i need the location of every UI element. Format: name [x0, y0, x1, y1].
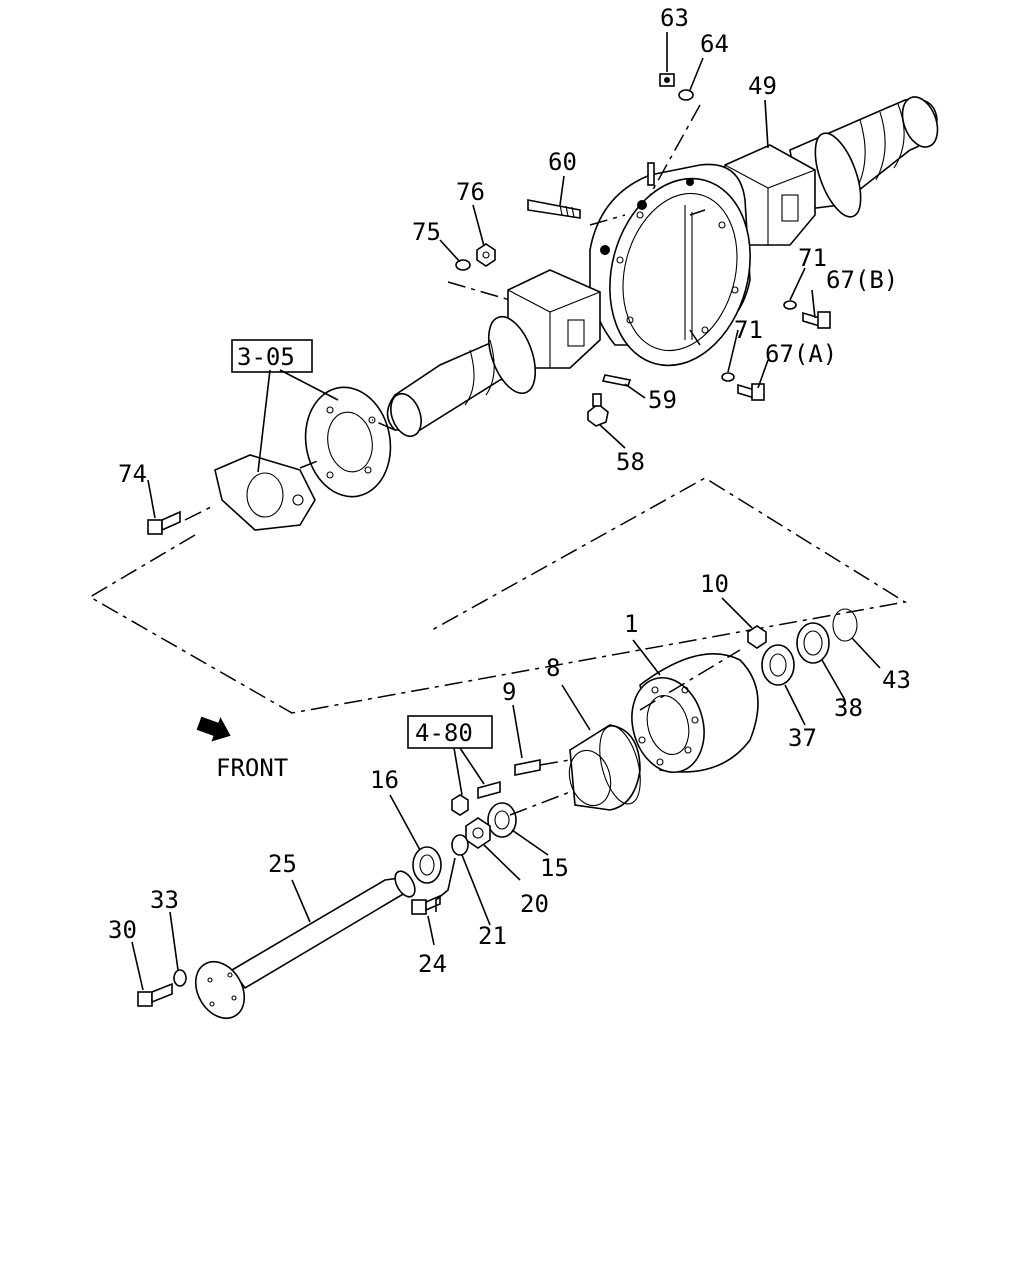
callout-labels: 63 64 49 60 76 75 71 67(B) 71 67(A) 59 5…	[108, 4, 911, 978]
callout-67b: 67(B)	[826, 266, 898, 294]
bolt-63[interactable]	[659, 73, 675, 87]
callout-76: 76	[456, 178, 485, 206]
hub-8[interactable]	[563, 722, 647, 811]
brake-backing-plate[interactable]	[297, 381, 399, 504]
callout-16: 16	[370, 766, 399, 794]
stud-60[interactable]	[527, 199, 581, 219]
ref-4-80-label: 4-80	[415, 719, 473, 747]
callout-24: 24	[418, 950, 447, 978]
callout-63: 63	[660, 4, 689, 32]
callout-71-lower: 71	[734, 316, 763, 344]
axle-shaft-25[interactable]	[186, 868, 419, 1027]
nut-20[interactable]	[465, 817, 491, 849]
callout-58: 58	[616, 448, 645, 476]
callout-25: 25	[268, 850, 297, 878]
callout-75: 75	[412, 218, 441, 246]
callout-33: 33	[150, 886, 179, 914]
callout-49: 49	[748, 72, 777, 100]
nut-76[interactable]	[476, 243, 496, 267]
callout-37: 37	[788, 724, 817, 752]
bolt-67a[interactable]	[737, 383, 765, 401]
ref-3-05-label: 3-05	[237, 343, 295, 371]
brake-chamber-bracket[interactable]	[214, 454, 316, 531]
lock-washer-71-upper[interactable]	[783, 300, 797, 310]
leader-lines	[131, 32, 881, 991]
callout-59: 59	[648, 386, 677, 414]
callout-9: 9	[502, 678, 516, 706]
callout-43: 43	[882, 666, 911, 694]
callout-64: 64	[700, 30, 729, 58]
oil-seal-16[interactable]	[412, 846, 442, 884]
callout-67a: 67(A)	[765, 340, 837, 368]
callout-1: 1	[624, 610, 638, 638]
lock-washer-71-lower[interactable]	[721, 372, 735, 382]
nut-10[interactable]	[747, 625, 767, 649]
assembly-centerlines	[184, 104, 741, 816]
callout-30: 30	[108, 916, 137, 944]
callout-10: 10	[700, 570, 729, 598]
callout-71-upper: 71	[798, 244, 827, 272]
bearing-15[interactable]	[487, 802, 517, 838]
bolt-30[interactable]	[137, 982, 173, 1007]
snap-ring-43[interactable]	[832, 608, 858, 642]
lock-washer-21[interactable]	[451, 834, 469, 856]
callout-21: 21	[478, 922, 507, 950]
oil-seal-38[interactable]	[796, 622, 830, 664]
callout-60: 60	[548, 148, 577, 176]
callout-15: 15	[540, 854, 569, 882]
front-arrow-icon	[196, 716, 231, 742]
wheel-bolt-kit-4-80[interactable]	[451, 780, 501, 816]
washer-33[interactable]	[173, 969, 187, 987]
washer-64[interactable]	[678, 89, 694, 101]
ref-box-3-05[interactable]: 3-05	[231, 339, 313, 373]
callout-38: 38	[834, 694, 863, 722]
hub-bolt-9[interactable]	[514, 759, 541, 776]
bolt-74[interactable]	[147, 510, 181, 535]
front-label: FRONT	[216, 754, 288, 782]
callout-8: 8	[546, 654, 560, 682]
washer-75[interactable]	[455, 259, 471, 271]
callout-20: 20	[520, 890, 549, 918]
callout-74: 74	[118, 460, 147, 488]
assembly-boundary	[88, 477, 908, 714]
brake-drum-1[interactable]	[622, 653, 759, 781]
bolt-67b[interactable]	[802, 311, 831, 329]
axle-housing-49[interactable]	[385, 92, 944, 440]
ref-box-4-80[interactable]: 4-80	[407, 715, 493, 749]
drain-plug-58[interactable]	[587, 393, 609, 427]
bearing-37[interactable]	[761, 644, 795, 686]
